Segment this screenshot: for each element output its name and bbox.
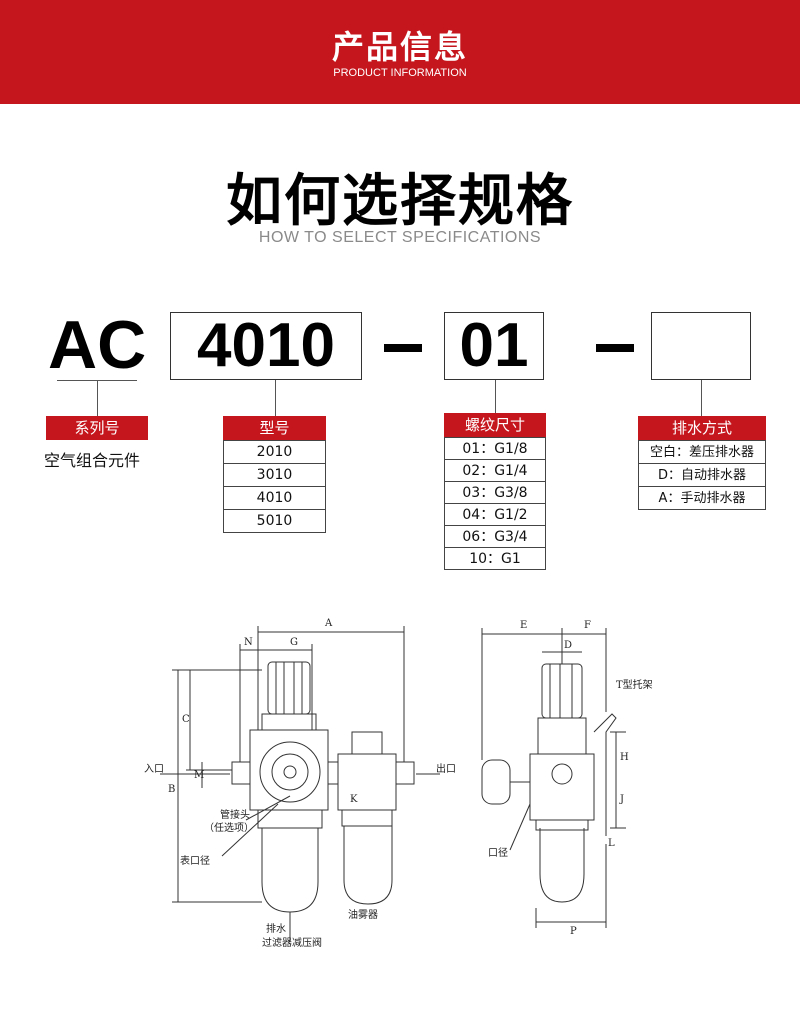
code-dash — [384, 344, 422, 352]
dim-H: H — [620, 752, 629, 763]
label-fitting-note: （任选项） — [204, 821, 254, 834]
dim-G: G — [290, 637, 298, 648]
dim-A: A — [324, 618, 333, 629]
thread-option: 06：G3/4 — [445, 525, 545, 547]
dim-C: C — [182, 714, 190, 725]
model-option: 5010 — [224, 509, 325, 532]
banner-title: 产品信息 — [331, 28, 468, 66]
drain-option: 空白：差压排水器 — [639, 440, 765, 463]
drain-label: 排水方式 — [638, 416, 766, 440]
pressure-gauge — [481, 759, 511, 805]
connector-line — [701, 380, 702, 416]
thread-option: 01：G1/8 — [445, 437, 545, 459]
section-title: 如何选择规格 — [226, 169, 574, 234]
label-port: 口径 — [488, 846, 508, 859]
thread-option: 02：G1/4 — [445, 459, 545, 481]
thread-option: 03：G3/8 — [445, 481, 545, 503]
series-label: 系列号 — [46, 416, 148, 440]
thread-label: 螺纹尺寸 — [444, 413, 546, 437]
regulator-knob — [267, 661, 311, 715]
dimension-drawing: A N G C B M K E D F H J L P 入口 出口 管接头 （任… — [144, 618, 653, 949]
code-series: AC — [48, 307, 147, 383]
dim-J: J — [619, 794, 624, 805]
dim-K: K — [350, 794, 358, 805]
code-thread-box: 01 — [444, 312, 544, 380]
lubricator-bowl — [343, 826, 393, 905]
model-option: 4010 — [224, 486, 325, 509]
header-banner: 产品信息 PRODUCT INFORMATION — [0, 0, 800, 104]
label-bracket: T型托架 — [616, 678, 653, 691]
label-lubricator: 油雾器 — [348, 908, 378, 921]
dim-L: L — [608, 838, 615, 849]
dim-E: E — [520, 620, 527, 631]
thread-options: 01：G1/8 02：G1/4 03：G3/8 04：G1/2 06：G3/4 … — [444, 437, 546, 570]
side-bowl — [539, 828, 585, 903]
banner-subtitle: PRODUCT INFORMATION — [333, 67, 467, 79]
dim-D: D — [564, 640, 572, 651]
dim-N: N — [244, 637, 253, 648]
dim-B: B — [168, 784, 175, 795]
label-fitting: 管接头 — [220, 808, 250, 821]
drain-option: D：自动排水器 — [639, 463, 765, 486]
section-subtitle: HOW TO SELECT SPECIFICATIONS — [258, 229, 542, 246]
label-filter-regulator: 过滤器减压阀 — [262, 936, 322, 949]
model-options: 2010 3010 4010 5010 — [223, 440, 326, 533]
model-option: 3010 — [224, 463, 325, 486]
code-dash — [596, 344, 634, 352]
model-label: 型号 — [223, 416, 326, 440]
t-bracket — [593, 713, 617, 836]
label-outlet: 出口 — [436, 762, 456, 775]
code-model-box: 4010 — [170, 312, 362, 380]
model-option: 2010 — [224, 440, 325, 463]
drain-option: A：手动排水器 — [639, 486, 765, 509]
connector-line — [97, 380, 98, 416]
dim-F: F — [584, 620, 591, 631]
connector-line — [275, 380, 276, 416]
side-knob — [541, 663, 583, 719]
thread-option: 10：G1 — [445, 547, 545, 569]
code-drain-box — [651, 312, 751, 380]
thread-option: 04：G1/2 — [445, 503, 545, 525]
dim-P: P — [570, 926, 577, 937]
drain-options: 空白：差压排水器 D：自动排水器 A：手动排水器 — [638, 440, 766, 510]
label-gauge-port: 表口径 — [180, 854, 210, 867]
series-description: 空气组合元件 — [44, 451, 141, 470]
connector-line — [495, 380, 496, 413]
label-drain: 排水 — [266, 922, 286, 935]
lubricator-body — [337, 753, 397, 811]
dim-M: M — [194, 770, 204, 781]
label-inlet: 入口 — [144, 764, 164, 775]
filter-bowl — [261, 828, 319, 913]
